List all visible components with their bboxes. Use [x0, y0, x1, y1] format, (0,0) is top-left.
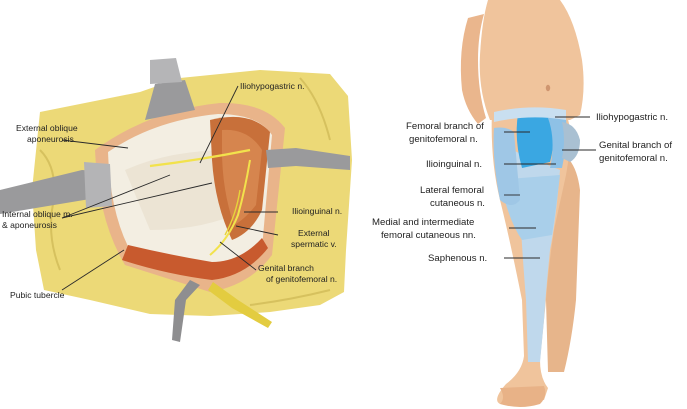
label-genital-branch-right-1: Genital branch of: [599, 140, 672, 151]
label-iliohypogastric-right: Iliohypogastric n.: [596, 112, 668, 123]
label-external-spermatic-1: External: [298, 228, 330, 238]
label-lateral-femoral-1: Lateral femoral: [420, 185, 484, 196]
label-internal-oblique-2: & aponeurosis: [2, 220, 57, 230]
zone-femoral-branch: [517, 114, 554, 168]
label-pubic-tubercle: Pubic tubercle: [10, 290, 65, 300]
zone-genital-branch: [562, 122, 580, 162]
surgical-view: Iliohypogastric n. External oblique apon…: [0, 58, 352, 342]
label-external-spermatic-2: spermatic v.: [291, 239, 337, 249]
label-ilioinguinal-right: Ilioinguinal n.: [426, 159, 482, 170]
navel: [546, 85, 550, 91]
foot-silhouette: [500, 386, 545, 407]
label-genital-branch-right-2: genitofemoral n.: [599, 153, 668, 164]
label-ilioinguinal-left: Ilioinguinal n.: [292, 206, 342, 216]
label-external-oblique-2: aponeurosis: [27, 134, 74, 144]
dermatome-map: Femoral branch of genitofemoral n. Ilioh…: [372, 0, 672, 407]
torso-silhouette: [480, 0, 584, 120]
label-genital-branch-left-2: of genitofemoral n.: [266, 274, 337, 284]
label-external-oblique-1: External oblique: [16, 123, 78, 133]
label-medial-intermediate-2: femoral cutaneous nn.: [381, 230, 476, 241]
label-genital-branch-left-1: Genital branch: [258, 263, 314, 273]
label-femoral-branch-1: Femoral branch of: [406, 121, 484, 132]
label-lateral-femoral-2: cutaneous n.: [430, 198, 485, 209]
label-internal-oblique-1: Internal oblique m.: [2, 209, 73, 219]
label-saphenous: Saphenous n.: [428, 253, 487, 264]
label-medial-intermediate-1: Medial and intermediate: [372, 217, 474, 228]
label-iliohypogastric-left: Iliohypogastric n.: [240, 81, 305, 91]
label-femoral-branch-2: genitofemoral n.: [409, 134, 478, 145]
